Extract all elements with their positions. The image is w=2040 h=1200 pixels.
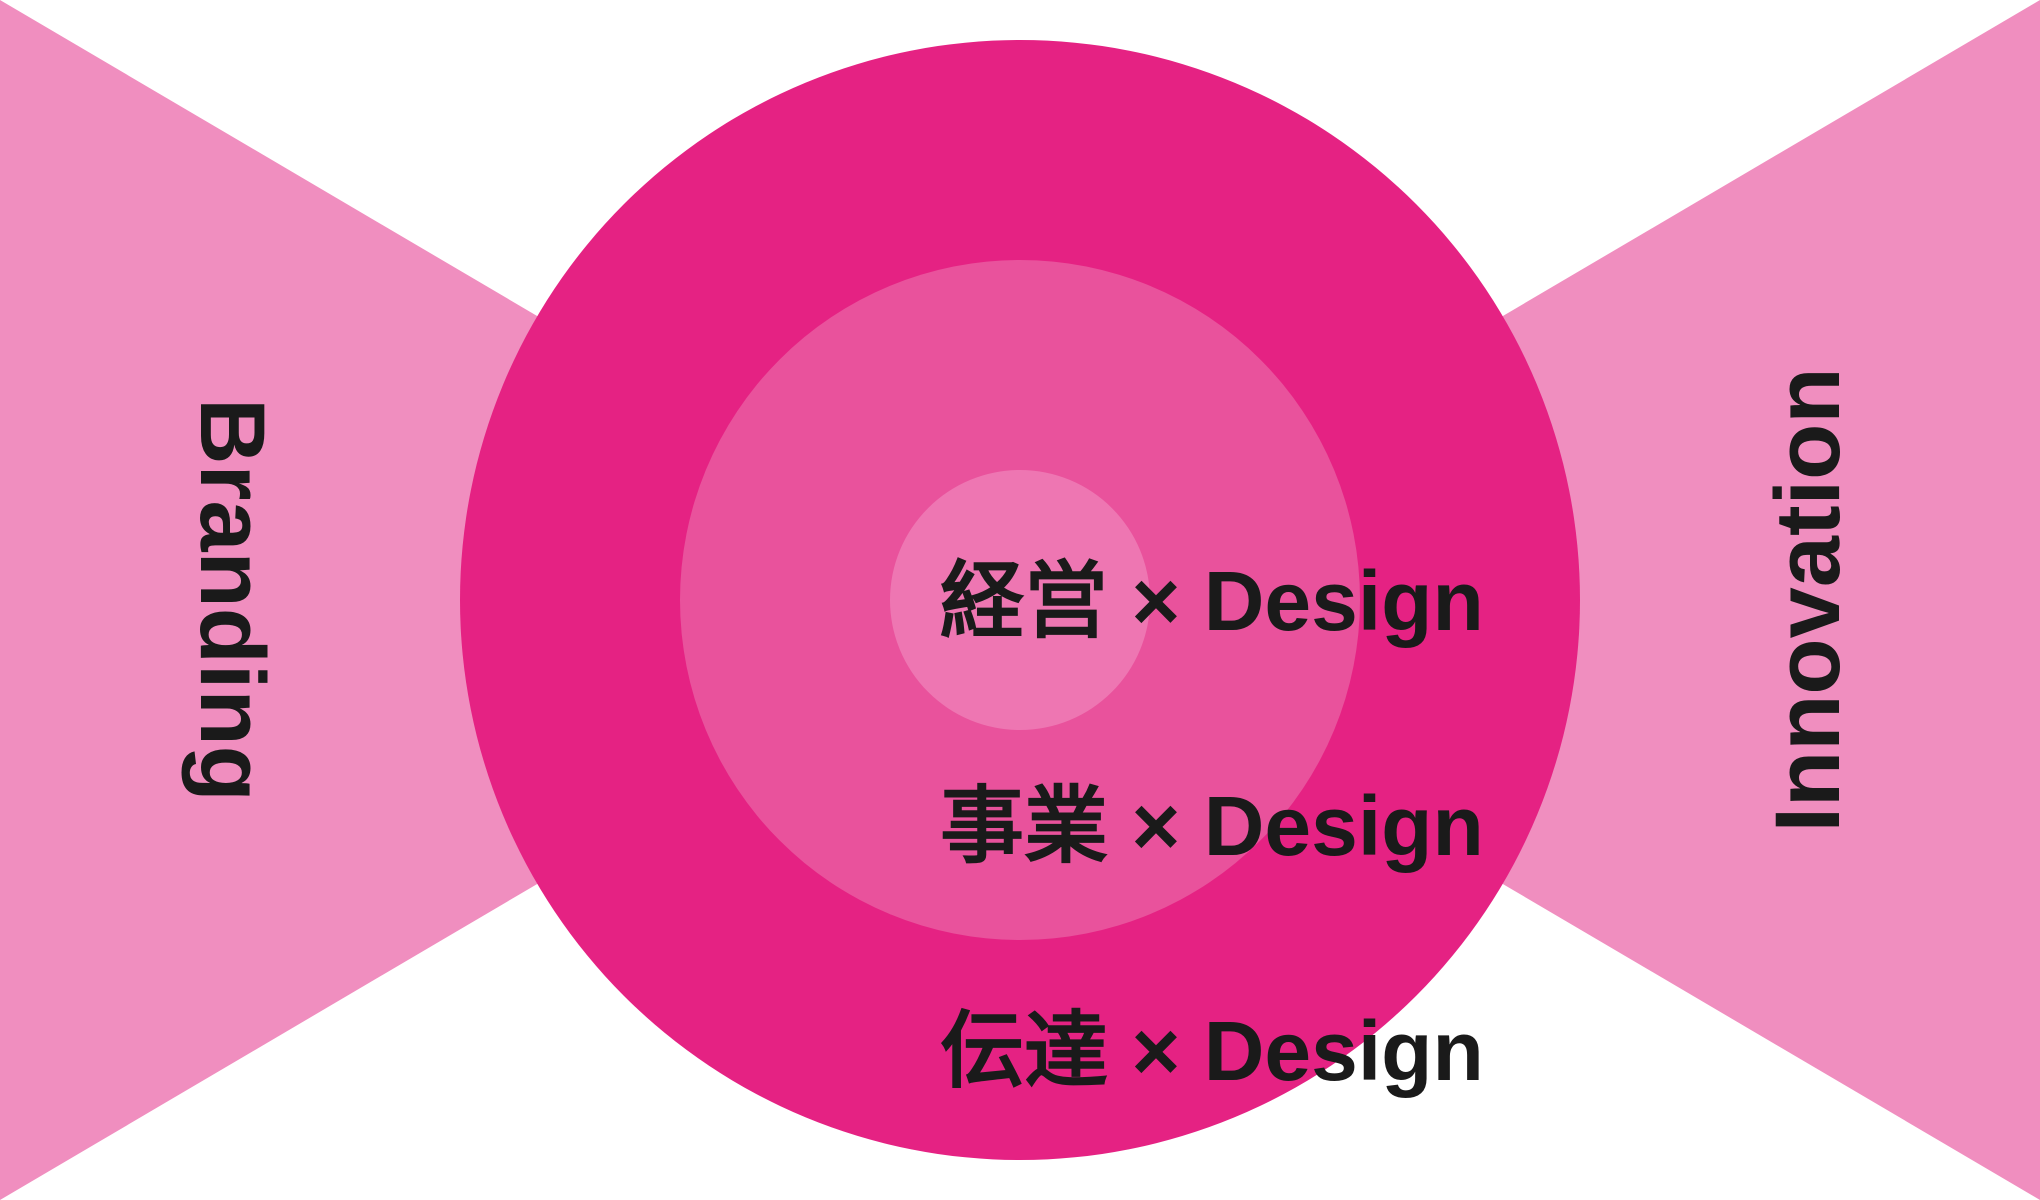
branding-label: Branding	[181, 398, 283, 802]
middle-ring-label: 事業 × Design	[940, 779, 1484, 873]
inner-ring-label: 経営 × Design	[940, 554, 1484, 648]
innovation-label: Innovation	[1757, 367, 1859, 832]
inner-circle	[890, 470, 1150, 730]
outer-ring-label: 伝達 × Design	[940, 1004, 1484, 1098]
